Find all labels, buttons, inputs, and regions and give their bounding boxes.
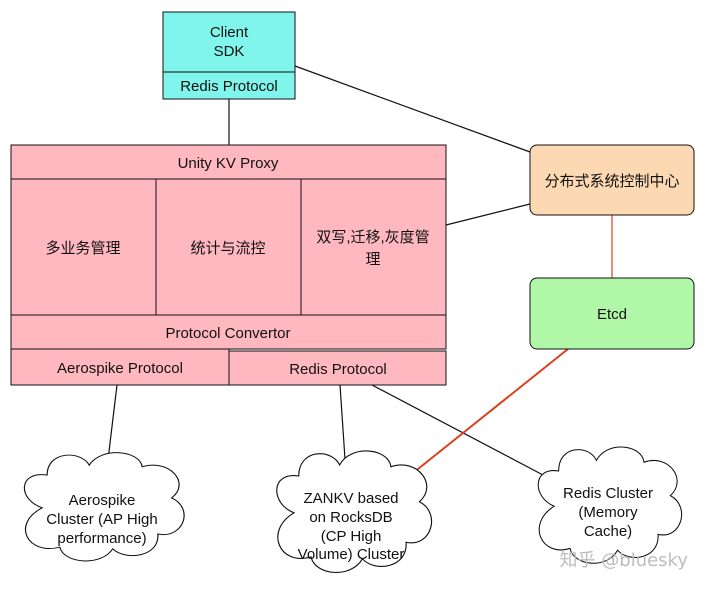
redis-cluster-cloud: Redis Cluster (Memory Cache) (537, 446, 683, 564)
redis-cluster-line1: Redis Cluster (563, 485, 653, 502)
control-center-label: 分布式系统控制中心 (544, 173, 679, 190)
module-multi-business-box (10, 178, 157, 316)
client-sdk-node: Client SDK Redis Protocol (162, 11, 296, 100)
etcd-node: Etcd (529, 277, 695, 350)
redis-protocol-to-redis-cluster-line (371, 384, 544, 476)
redis-protocol-label: Redis Protocol (289, 361, 387, 378)
redis-cluster-line2: (Memory (578, 504, 638, 521)
zankv-cluster-line3: (CP High (321, 528, 382, 545)
client-redis-protocol-label: Redis Protocol (180, 78, 278, 95)
aerospike-cluster-cloud: Aerospike Cluster (AP High performance) (23, 452, 185, 562)
proxy-title: Unity KV Proxy (178, 155, 279, 172)
module-migration-label-line1: 双写,迁移,灰度管 (316, 229, 429, 246)
unity-kv-proxy-node: Unity KV Proxy 多业务管理 统计与流控 双写,迁移,灰度管 理 P… (10, 144, 447, 386)
sdk-to-control-line (294, 65, 531, 153)
zankv-cluster-cloud: ZANKV based on RocksDB (CP High Volume) … (276, 450, 433, 574)
etcd-box (529, 277, 695, 350)
module-stats-flow-label: 统计与流控 (190, 240, 265, 257)
control-center-box (529, 144, 695, 216)
aerospike-protocol-label: Aerospike Protocol (57, 360, 183, 377)
module-migration-box (300, 178, 447, 316)
protocol-convertor-box (10, 314, 447, 350)
aerospike-cluster-line3: performance) (57, 530, 146, 547)
zankv-cluster-line1: ZANKV based (303, 490, 398, 507)
client-sdk-line2: SDK (214, 43, 245, 60)
watermark: 知乎 @bluesky (560, 550, 689, 571)
aerospike-cluster-line2: Cluster (AP High (46, 511, 157, 528)
client-sdk-line1: Client (210, 24, 249, 41)
etcd-label: Etcd (597, 306, 627, 323)
aerospike-cluster-line1: Aerospike (69, 492, 136, 509)
zankv-cluster-line4: Volume) Cluster (298, 546, 405, 563)
control-center-node: 分布式系统控制中心 (529, 144, 695, 216)
client-redis-protocol-box (162, 71, 296, 100)
etcd-to-zankv-line (402, 348, 569, 482)
proxy-title-box (10, 144, 447, 180)
aerospike-protocol-box (10, 348, 230, 386)
module-multi-business-label: 多业务管理 (45, 240, 120, 257)
connectors (106, 65, 613, 482)
redis-protocol-box (228, 350, 447, 386)
zankv-cluster-line2: on RocksDB (309, 509, 392, 526)
protocol-convertor-label: Protocol Convertor (165, 325, 290, 342)
redis-cluster-line3: Cache) (584, 523, 632, 540)
client-sdk-box (162, 11, 296, 73)
proxy-to-control-line (445, 203, 531, 226)
module-migration-label-line2: 理 (365, 251, 380, 268)
